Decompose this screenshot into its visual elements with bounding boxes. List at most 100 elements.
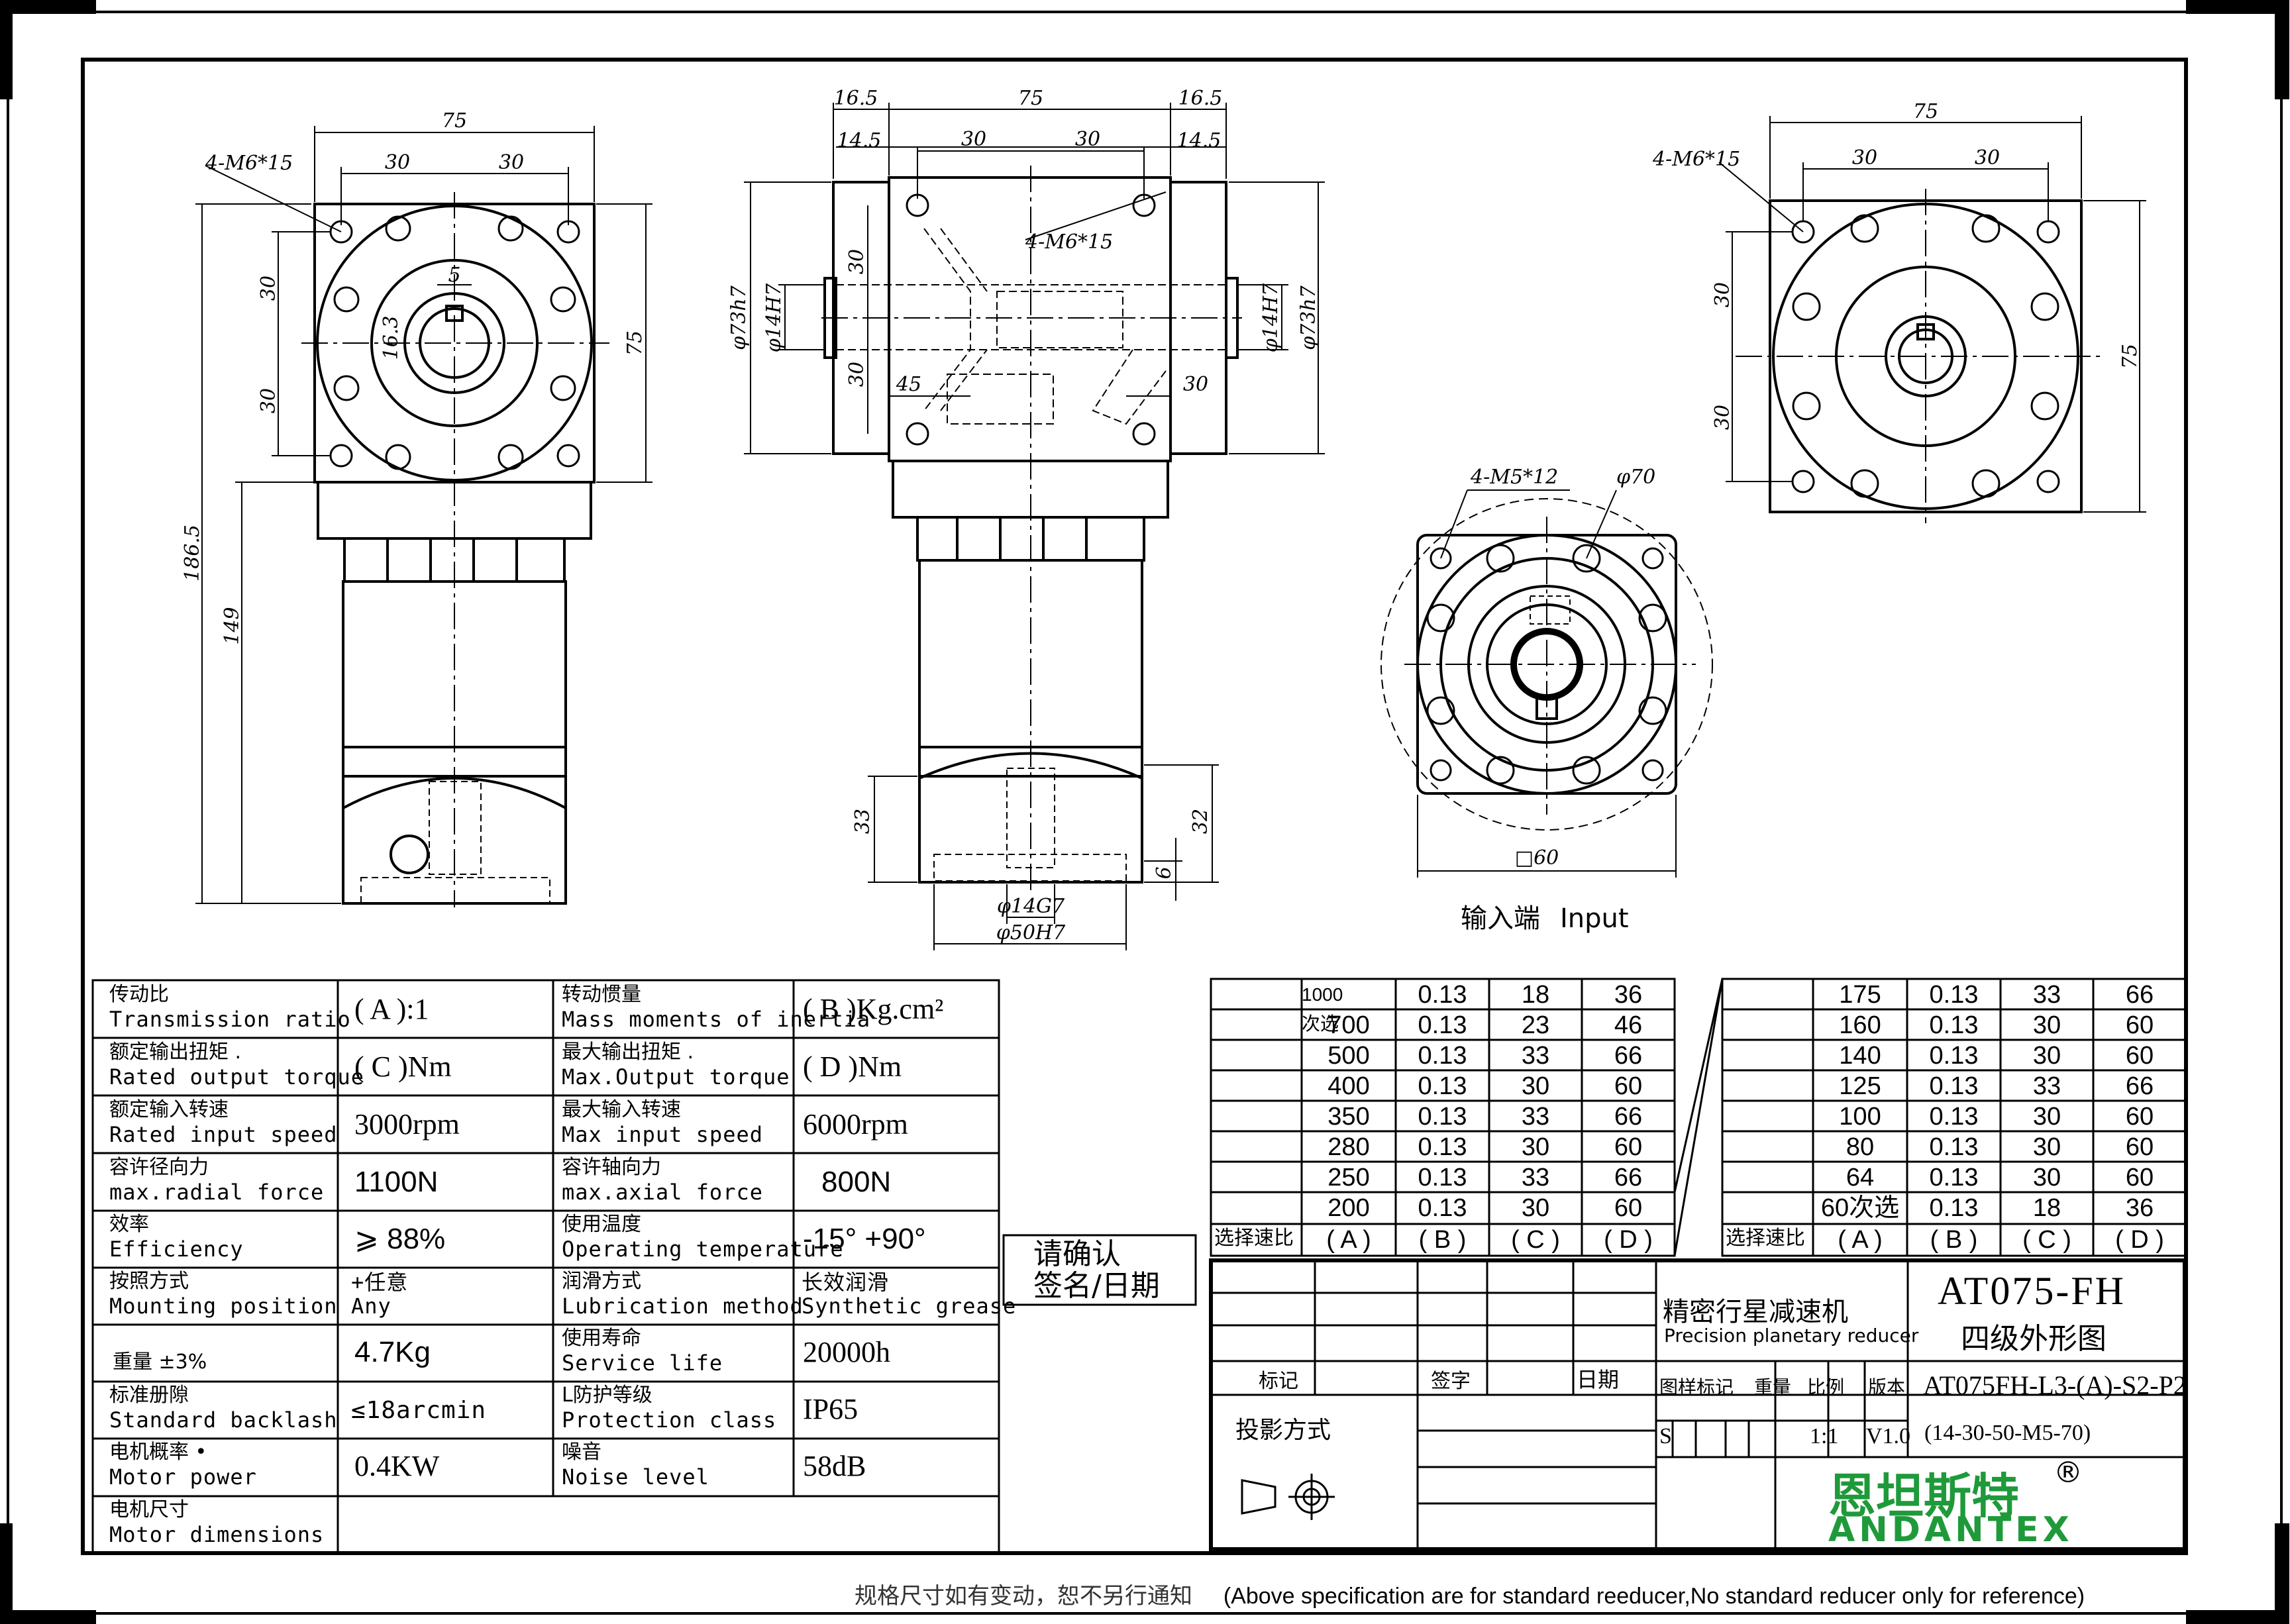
svg-text:30: 30	[1975, 146, 2000, 170]
brand-logo-cn: 恩坦斯特	[1828, 1468, 2020, 1524]
svg-text:4-M6*15: 4-M6*15	[1025, 230, 1113, 254]
ratio-cell: 66	[1614, 1164, 1643, 1192]
drawing-mark-header: 图样标记	[1659, 1376, 1734, 1398]
svg-text:φ70: φ70	[1616, 466, 1655, 489]
svg-text:33: 33	[851, 809, 874, 834]
ratio-tables-grid	[1210, 978, 2187, 1257]
spec-label-en: max.radial force	[109, 1180, 325, 1205]
ratio-cell: 0.13	[1418, 981, 1467, 1009]
spec-label-cn: 最大输出扭矩 .	[562, 1040, 694, 1064]
spec-value: 20000h	[803, 1336, 890, 1368]
svg-text:φ73h7: φ73h7	[727, 285, 751, 350]
bolt-holes	[1426, 544, 1667, 785]
ratio-cell: 60	[2125, 1133, 2154, 1161]
ratio-cell: 0.13	[1418, 1133, 1467, 1161]
dim-lines	[195, 126, 652, 904]
ratio-cell: 66	[2125, 1072, 2154, 1100]
ratio-cell: 0.13	[1418, 1011, 1467, 1039]
spec-label-cn: 转动惯量	[562, 983, 641, 1006]
ratio-cell: 0.13	[1929, 1133, 1979, 1161]
spec-value: ( D )Nm	[803, 1050, 902, 1083]
spec-label-en: max.axial force	[562, 1180, 763, 1205]
product-name-cn: 精密行星减速机	[1663, 1297, 1848, 1327]
svg-text:32: 32	[1189, 809, 1212, 834]
spec-value: 6000rpm	[803, 1108, 908, 1141]
confirm-box-text: 请确认 签名/日期	[1033, 1239, 1160, 1302]
spec-label-cn: 效率	[109, 1213, 149, 1236]
spec-label-cn: 润滑方式	[562, 1270, 641, 1293]
ratio-cell: 30	[2032, 1042, 2061, 1070]
ratio-cell: 64	[1846, 1164, 1875, 1192]
ratio-cell: 30	[1521, 1072, 1550, 1100]
spec-label-cn: 电机尺寸	[109, 1498, 189, 1521]
spec-label-cn: 重量 ±3%	[113, 1350, 207, 1374]
footnote-en: (Above specification are for standard re…	[1223, 1584, 2085, 1609]
spec-label-en: Mass moments of inertia	[562, 1007, 871, 1032]
svg-text:30: 30	[845, 249, 868, 274]
ratio-cell: 18	[1521, 981, 1550, 1009]
svg-text:16.3: 16.3	[380, 316, 403, 360]
spec-label-cn: 传动比	[109, 983, 169, 1006]
svg-text:φ14H7: φ14H7	[762, 283, 786, 352]
ratio-cell: 400	[1327, 1072, 1370, 1100]
ratio-cell: 33	[1521, 1164, 1550, 1192]
svg-text:149: 149	[221, 607, 244, 644]
svg-text:4-M5*12: 4-M5*12	[1470, 466, 1558, 489]
spec-label-en: Motor power	[109, 1464, 257, 1490]
projection-label: 投影方式	[1235, 1417, 1331, 1444]
svg-text:30: 30	[1711, 405, 1734, 430]
svg-text:16.5: 16.5	[1178, 87, 1223, 110]
spec-label-cn: 额定输出扭矩 .	[109, 1040, 242, 1064]
ratio-footer-cell: ( C )	[2022, 1226, 2071, 1254]
spec-value: -15° +90°	[803, 1223, 926, 1255]
ratio-cell: 0.13	[1929, 1042, 1979, 1070]
brand-logo-en: ANDANTEX	[1828, 1510, 2073, 1550]
spec-label-cn: 最大输入转速	[562, 1098, 681, 1121]
spec-value: ⩾ 88%	[354, 1223, 446, 1255]
spec-label-en: Efficiency	[109, 1237, 244, 1262]
footnote-cn: 规格尺寸如有变动，恕不另行通知	[855, 1583, 1192, 1609]
spec-label-cn: 容许轴向力	[562, 1156, 661, 1179]
confirm-box	[1002, 1234, 1197, 1306]
svg-text:4-M6*15: 4-M6*15	[205, 152, 293, 175]
sign-label: 签字	[1431, 1370, 1471, 1393]
ratio-cell: 0.13	[1418, 1164, 1467, 1192]
ratio-cell: 0.13	[1418, 1103, 1467, 1131]
svg-text:30: 30	[385, 151, 410, 174]
ratio-cell: 80	[1846, 1133, 1875, 1161]
svg-text:φ50H7: φ50H7	[996, 921, 1066, 944]
svg-text:Input: Input	[1560, 903, 1629, 934]
version-value: V1.0	[1866, 1424, 1911, 1448]
ratio-cell: 60	[1614, 1133, 1643, 1161]
spec-label-cn: 标准册隙	[109, 1384, 189, 1407]
ratio-cell: 33	[1521, 1042, 1550, 1070]
spec-label-en: Service life	[562, 1350, 723, 1376]
svg-text:φ14H7: φ14H7	[1259, 283, 1282, 352]
ratio-footer-cell: ( B )	[1418, 1226, 1467, 1254]
spec-label-en: Motor dimensions	[109, 1522, 325, 1547]
date-label: 日期	[1577, 1367, 1620, 1392]
title-block-grid	[1209, 1258, 2187, 1551]
svg-text:30: 30	[1852, 146, 1877, 170]
ratio-footer-cell: ( D )	[1604, 1226, 1653, 1254]
spec-label-en: Mounting position	[109, 1294, 338, 1319]
svg-text:φ14G7: φ14G7	[997, 895, 1065, 918]
spec-label-en: Standard backlash	[109, 1407, 338, 1433]
spec-label-en: Operating temperature	[562, 1237, 844, 1262]
model-number: AT075-FH	[1938, 1269, 2126, 1313]
ratio-cell: 200	[1327, 1194, 1370, 1222]
svg-text:16.5: 16.5	[834, 87, 878, 110]
ratio-footer-cell: ( A )	[1326, 1226, 1371, 1254]
version-header: 版本	[1868, 1376, 1906, 1398]
spec-label-en: Rated output torque	[109, 1064, 365, 1090]
ratio-cell: 60	[2125, 1164, 2154, 1192]
svg-text:75: 75	[2118, 344, 2142, 369]
product-name-en: Precision planetary reducer	[1664, 1325, 1919, 1346]
svg-text:75: 75	[442, 109, 467, 132]
input-view	[1380, 489, 1713, 878]
middle-side-dims: 16.5 75 16.5 14.5 30 30 14.5 4-M6*15 φ73…	[727, 87, 1320, 944]
spec-label-en: Rated input speed	[109, 1122, 338, 1147]
weight-header: 重量	[1754, 1376, 1792, 1398]
spec-value: 4.7Kg	[354, 1336, 431, 1368]
